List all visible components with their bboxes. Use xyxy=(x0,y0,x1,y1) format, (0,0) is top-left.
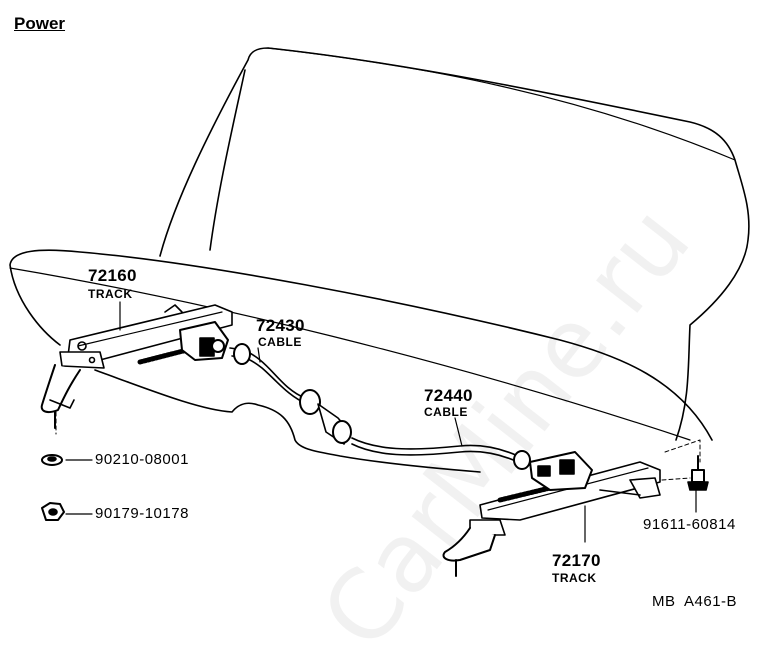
part-number-72170: 72170 xyxy=(552,551,601,570)
part-name-72430: CABLE xyxy=(258,335,302,349)
nut-icon xyxy=(41,502,65,521)
part-number-nut: 90179-10178 xyxy=(95,505,189,522)
cables xyxy=(229,343,531,470)
leader-lines xyxy=(65,301,697,543)
right-track xyxy=(442,451,661,577)
guide-lines xyxy=(55,411,701,481)
part-number-washer: 90210-08001 xyxy=(95,451,189,468)
bolt-icon xyxy=(687,455,709,491)
part-number-72160: 72160 xyxy=(88,266,137,285)
seat-back-inner-line xyxy=(209,69,246,251)
part-number-bolt: 91611-60814 xyxy=(643,516,736,533)
diagram-title: Power xyxy=(14,14,66,33)
part-number-72430: 72430 xyxy=(256,316,305,335)
part-name-72160: TRACK xyxy=(88,287,133,301)
part-name-72440: CABLE xyxy=(424,405,468,419)
parts-diagram: Power 72160 TRACK 72430 CABLE 72440 CABL… xyxy=(9,14,750,669)
left-track xyxy=(40,304,233,429)
seat-track-illustration xyxy=(9,47,750,577)
part-name-72170: TRACK xyxy=(552,571,597,585)
seat-cushion-outline xyxy=(9,249,713,473)
washer-icon xyxy=(41,454,63,466)
seat-back-top-edge xyxy=(267,47,736,161)
seat-back-outline xyxy=(159,47,750,441)
part-number-72440: 72440 xyxy=(424,386,473,405)
seat-cushion-front-edge xyxy=(9,267,691,441)
diagram-code: MB A461-B xyxy=(652,593,738,610)
